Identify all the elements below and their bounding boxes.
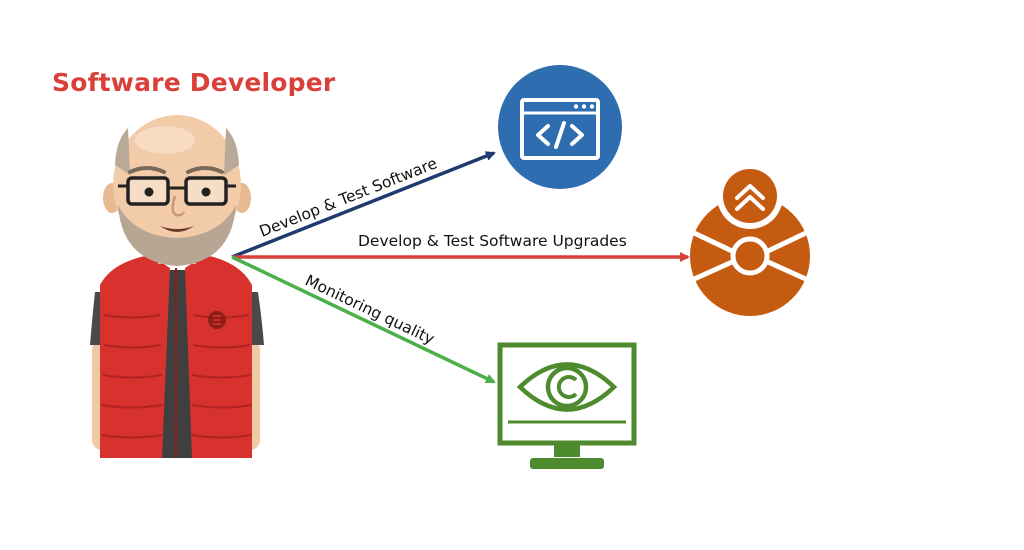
- upgrade-icon: [689, 163, 811, 316]
- developer-avatar: [90, 115, 264, 458]
- code-window-icon: [498, 65, 622, 189]
- monitor-eye-icon: [497, 342, 637, 469]
- arrow-develop-test: [231, 151, 496, 259]
- page-title: Software Developer: [52, 68, 336, 97]
- label-monitoring: Monitoring quality: [302, 271, 437, 348]
- label-develop-test: Develop & Test Software: [257, 154, 440, 241]
- label-upgrades: Develop & Test Software Upgrades: [358, 232, 627, 250]
- arrow-monitoring: [231, 255, 496, 384]
